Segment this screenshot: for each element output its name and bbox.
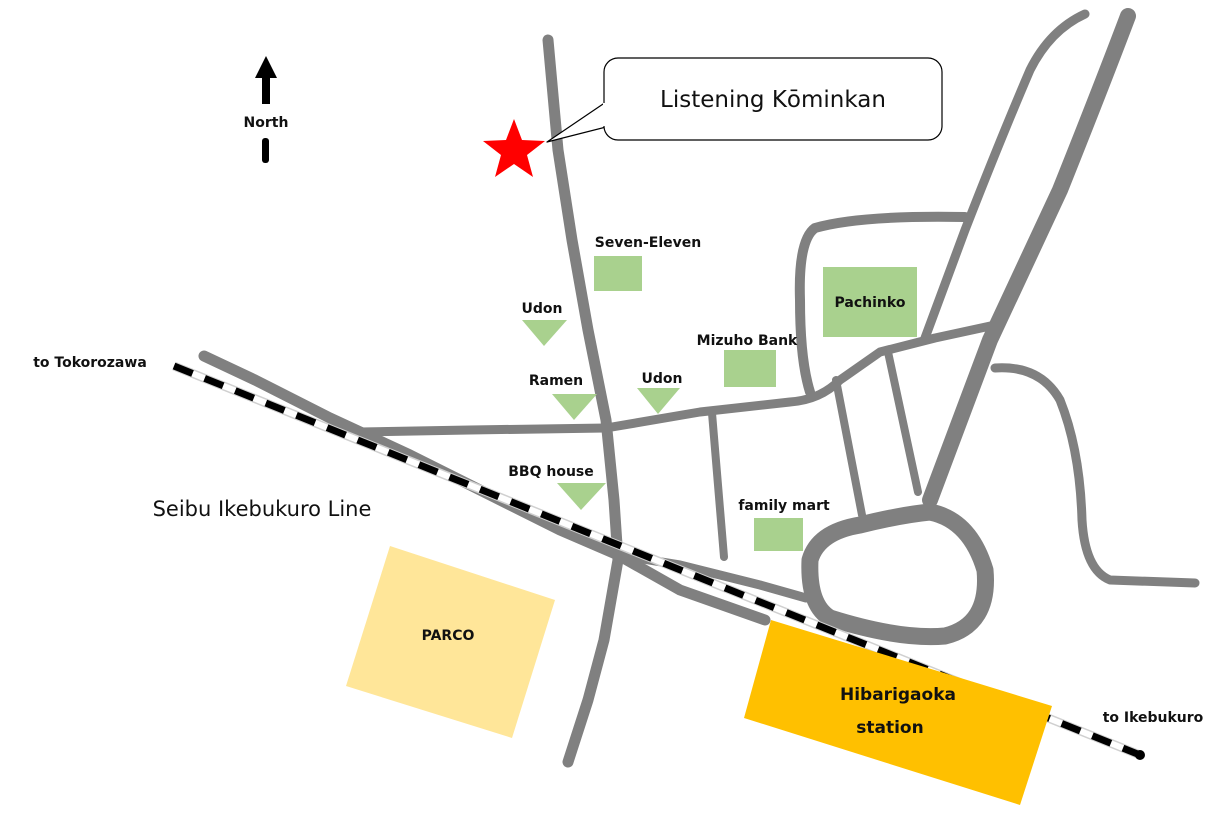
to-tokorozawa-label: to Tokorozawa [33,355,147,371]
road-loop-north [794,211,970,397]
udon-1-label: Udon [522,301,563,317]
road-network [198,8,1200,768]
udon-1-marker [522,320,567,346]
callout-seam-cover [603,103,607,126]
station-label-line2: station [856,718,923,738]
road-ew [355,320,1000,437]
family-mart-marker [754,518,803,551]
callout-frame [603,57,943,141]
road-parallel-b [884,348,922,496]
mizuho-marker [724,350,776,387]
north-arrow-tail [262,138,269,163]
family-mart-label: family mart [738,498,830,514]
north-label: North [244,115,289,131]
rail-line-label: Seibu Ikebukuro Line [153,497,372,521]
pachinko-label: Pachinko [835,295,906,311]
pachinko-marker [823,267,917,337]
road-short-ns [708,409,728,561]
udon-2-marker [637,388,680,414]
to-ikebukuro-label: to Ikebukuro [1103,710,1204,726]
road-east [990,363,1200,588]
callout-pointer [546,101,607,143]
roundabout [801,503,994,646]
road-main-ns [542,34,624,768]
north-arrow-icon [255,56,277,104]
bbq-label: BBQ house [508,464,594,480]
north-arrow: North [244,56,289,163]
road-highway-thin [920,9,1090,343]
bbq-marker [557,483,606,510]
parco-building [346,546,555,738]
udon-2-label: Udon [642,371,683,387]
ramen-label: Ramen [529,373,583,389]
parco-label: PARCO [422,628,475,644]
callout-label: Listening Kōminkan [660,87,886,113]
seven-eleven-marker [594,256,642,291]
railway-end-dot [1135,750,1145,760]
destination-star-icon [483,119,545,177]
station-label-line1: Hibarigaoka [840,685,956,705]
road-highway-thick [922,8,1136,508]
ramen-marker [552,394,597,420]
station-building [744,620,1052,805]
road-parallel-a [832,376,866,519]
mizuho-label: Mizuho Bank [697,333,798,349]
seven-eleven-label: Seven-Eleven [595,235,701,251]
callout-box: Listening Kōminkan [546,57,943,143]
